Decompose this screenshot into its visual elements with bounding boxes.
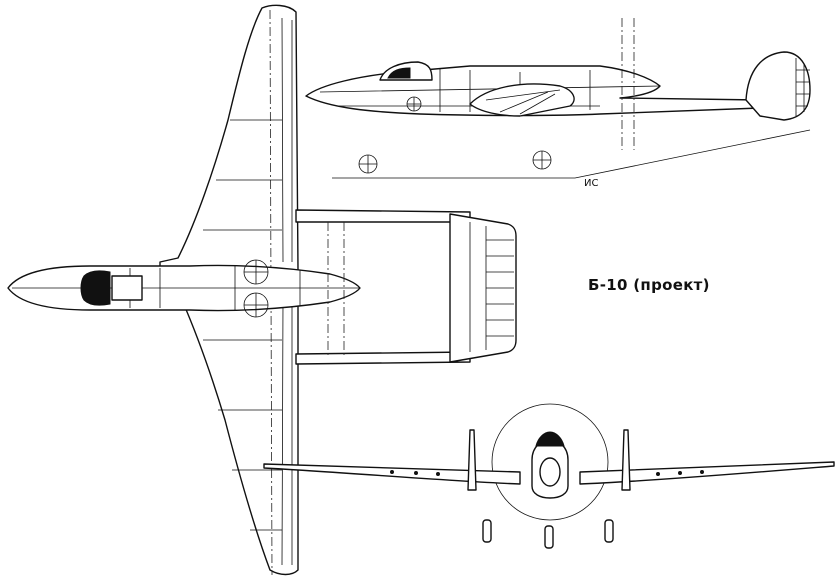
plan-view (7, 4, 517, 576)
plan-view-tail-boom-lower (295, 351, 471, 365)
front-view (263, 403, 835, 549)
side-view: ИС (305, 18, 811, 189)
plan-view-canopy (80, 270, 111, 306)
side-view-label: ИС (584, 178, 598, 189)
plan-view-horizontal-tail (449, 213, 517, 363)
front-view-fin-left (467, 429, 477, 491)
side-view-wing-section (469, 83, 575, 117)
side-view-vertical-tail (745, 51, 811, 121)
front-view-propeller-disc (491, 403, 609, 521)
plan-view-tail-boom-upper (295, 209, 471, 223)
front-view-fin-right (621, 429, 631, 491)
drawing-caption: Б-10 (проект) (588, 276, 710, 294)
